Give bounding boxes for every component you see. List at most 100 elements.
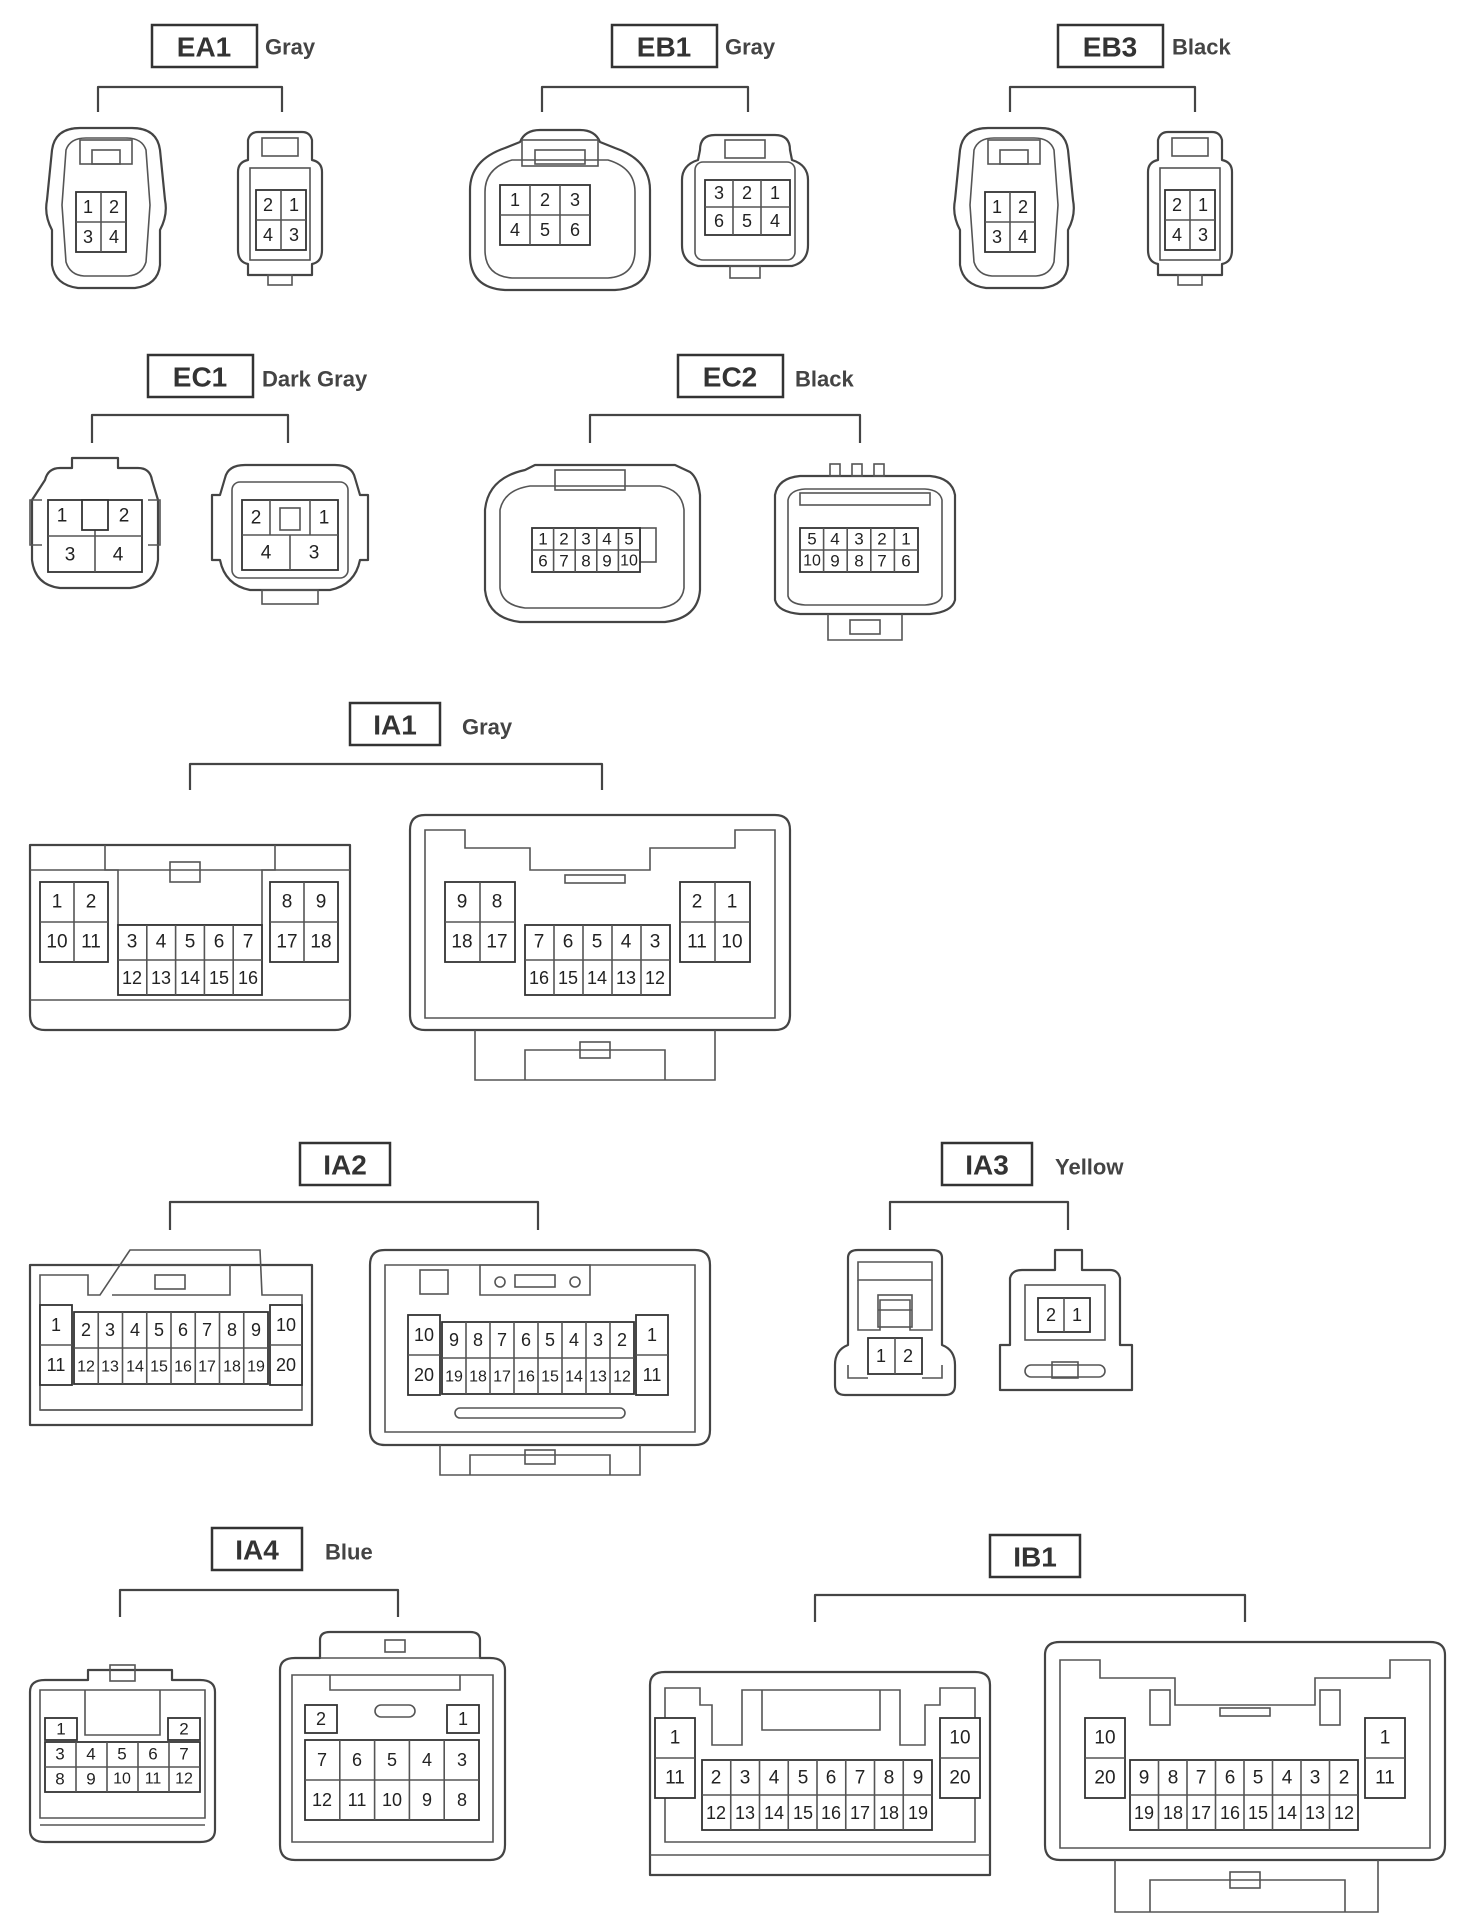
- svg-text:8: 8: [884, 1768, 895, 1789]
- svg-text:6: 6: [570, 220, 580, 240]
- svg-text:8: 8: [227, 1320, 237, 1340]
- svg-text:18: 18: [223, 1359, 241, 1376]
- svg-text:4: 4: [830, 530, 839, 549]
- svg-text:3: 3: [457, 1750, 467, 1770]
- svg-text:13: 13: [589, 1369, 607, 1386]
- connector-code-IB1: IB1: [1013, 1542, 1057, 1573]
- svg-text:3: 3: [1198, 225, 1208, 245]
- svg-text:5: 5: [592, 932, 603, 953]
- svg-text:12: 12: [1334, 1803, 1354, 1823]
- svg-text:10: 10: [414, 1325, 434, 1345]
- svg-text:16: 16: [529, 968, 549, 988]
- svg-text:3: 3: [593, 1330, 603, 1350]
- svg-text:7: 7: [497, 1330, 507, 1350]
- svg-text:7: 7: [1196, 1768, 1207, 1789]
- svg-text:12: 12: [706, 1803, 726, 1823]
- svg-text:11: 11: [1375, 1768, 1395, 1789]
- svg-text:19: 19: [247, 1359, 265, 1376]
- svg-text:9: 9: [316, 892, 327, 913]
- svg-text:3: 3: [581, 530, 590, 549]
- svg-text:17: 17: [486, 932, 507, 953]
- svg-text:5: 5: [185, 932, 196, 953]
- svg-text:3: 3: [1310, 1768, 1321, 1789]
- svg-text:6: 6: [901, 552, 910, 571]
- svg-text:6: 6: [1225, 1768, 1236, 1789]
- svg-text:2: 2: [692, 892, 703, 913]
- svg-text:10: 10: [1094, 1728, 1115, 1749]
- svg-text:13: 13: [735, 1803, 755, 1823]
- svg-text:2: 2: [119, 506, 130, 527]
- svg-text:4: 4: [770, 211, 780, 231]
- svg-text:14: 14: [587, 968, 607, 988]
- svg-text:7: 7: [317, 1750, 327, 1770]
- svg-text:8: 8: [282, 892, 293, 913]
- svg-text:3: 3: [55, 1745, 64, 1764]
- svg-text:5: 5: [154, 1320, 164, 1340]
- svg-text:4: 4: [156, 932, 167, 953]
- svg-text:11: 11: [47, 1355, 66, 1375]
- svg-text:2: 2: [179, 1720, 188, 1739]
- svg-text:11: 11: [81, 932, 101, 953]
- svg-text:2: 2: [316, 1709, 326, 1729]
- svg-text:3: 3: [854, 530, 863, 549]
- svg-text:3: 3: [309, 543, 320, 564]
- svg-text:5: 5: [117, 1745, 126, 1764]
- svg-text:9: 9: [251, 1320, 261, 1340]
- svg-text:6: 6: [563, 932, 574, 953]
- svg-text:11: 11: [348, 1790, 367, 1810]
- svg-text:2: 2: [1172, 195, 1182, 215]
- svg-text:1: 1: [670, 1728, 681, 1749]
- connector-color-IA1: Gray: [462, 715, 513, 740]
- svg-text:6: 6: [714, 211, 724, 231]
- svg-text:2: 2: [263, 195, 273, 215]
- svg-text:10: 10: [949, 1728, 970, 1749]
- connector-color-EC1: Dark Gray: [262, 367, 368, 392]
- svg-text:16: 16: [1220, 1803, 1240, 1823]
- svg-text:18: 18: [469, 1369, 487, 1386]
- connector-code-IA3: IA3: [965, 1150, 1009, 1181]
- svg-text:1: 1: [727, 892, 738, 913]
- svg-text:13: 13: [151, 968, 171, 988]
- svg-text:10: 10: [276, 1315, 296, 1335]
- svg-text:16: 16: [517, 1369, 535, 1386]
- svg-text:5: 5: [624, 530, 633, 549]
- svg-text:3: 3: [127, 932, 138, 953]
- svg-text:5: 5: [540, 220, 550, 240]
- svg-text:14: 14: [565, 1369, 583, 1386]
- svg-text:4: 4: [569, 1330, 579, 1350]
- svg-text:2: 2: [251, 508, 262, 529]
- svg-text:18: 18: [451, 932, 472, 953]
- svg-text:3: 3: [714, 183, 724, 203]
- svg-text:1: 1: [1072, 1305, 1082, 1325]
- connector-color-EA1: Gray: [265, 35, 316, 60]
- svg-text:2: 2: [742, 183, 752, 203]
- svg-text:4: 4: [109, 227, 119, 247]
- svg-text:14: 14: [126, 1359, 144, 1376]
- svg-text:13: 13: [616, 968, 636, 988]
- svg-text:1: 1: [770, 183, 780, 203]
- svg-text:6: 6: [178, 1320, 188, 1340]
- connector-color-EB3: Black: [1172, 35, 1231, 60]
- svg-text:4: 4: [1172, 225, 1182, 245]
- svg-text:4: 4: [130, 1320, 140, 1340]
- svg-text:6: 6: [521, 1330, 531, 1350]
- svg-text:9: 9: [422, 1790, 432, 1810]
- svg-text:2: 2: [903, 1346, 913, 1366]
- connector-code-EB1: EB1: [637, 32, 691, 63]
- svg-text:1: 1: [1380, 1728, 1391, 1749]
- svg-text:1: 1: [458, 1709, 468, 1729]
- svg-text:17: 17: [493, 1369, 511, 1386]
- svg-text:4: 4: [602, 530, 611, 549]
- svg-text:4: 4: [1018, 227, 1028, 247]
- svg-text:14: 14: [1277, 1803, 1297, 1823]
